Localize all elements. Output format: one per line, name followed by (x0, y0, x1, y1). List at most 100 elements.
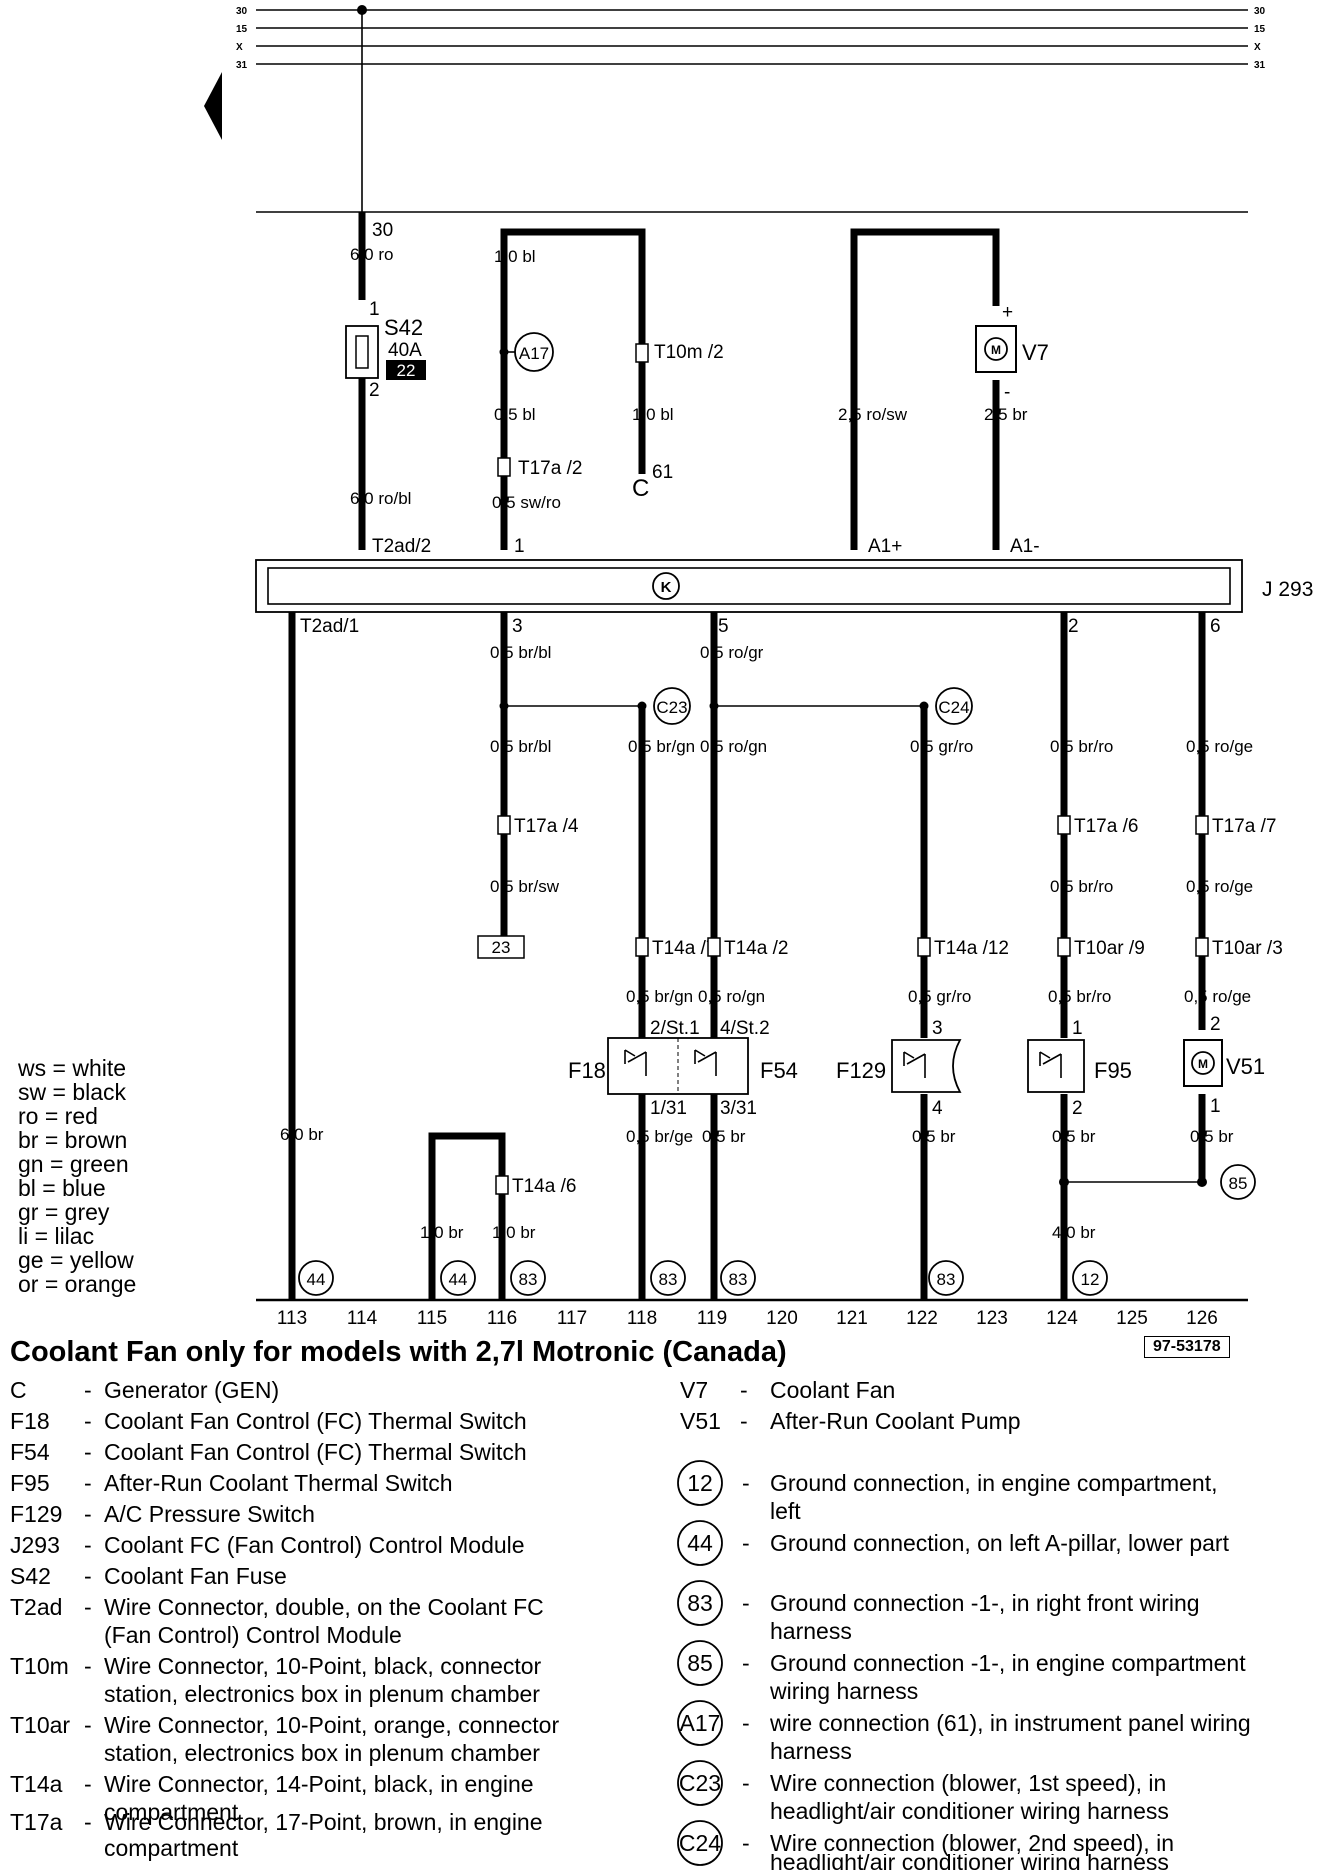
wire-label-p: 0,5 ro/ge (1186, 737, 1253, 756)
wire-label-a: 6,0 ro (350, 245, 393, 264)
f95-label: F95 (1094, 1058, 1132, 1083)
legend-circle-text: Ground connection, in engine compartment… (770, 1470, 1218, 1496)
wire-label-d: 0,5 bl (494, 405, 536, 424)
legend-text: Wire Connector, 10-Point, orange, connec… (104, 1712, 560, 1738)
f18-pin-bot: 1/31 (650, 1098, 687, 1119)
t14a2-label: T14a /2 (724, 938, 788, 959)
f54-column: 0,5 ro/gr 0,5 ro/gn T14a /2 0,5 ro/gn 0,… (698, 612, 929, 1300)
color-name: lilac (54, 1223, 95, 1249)
wire-label-z: 0,5 br/ge (626, 1127, 693, 1146)
t14a6-label: T14a /6 (512, 1176, 576, 1197)
legend-c24-line2: headlight/air conditioner wiring harness (770, 1854, 1169, 1870)
left-ground-columns: 6,0 br T14a /6 1,0 br 1,0 br (280, 612, 576, 1300)
a17-circuit: A17 1,0 bl 0,5 bl T17a /2 0,5 sw/ro 1 T1… (492, 228, 724, 557)
f129-pin-top: 3 (932, 1018, 943, 1039)
f18-f54-switches: 2/St.1 4/St.2 1/31 3/31 F18 F54 (568, 1018, 798, 1119)
t17a7-connector (1195, 815, 1209, 835)
legend-text: Generator (GEN) (104, 1377, 280, 1403)
rail-label-15: 15 (236, 24, 248, 35)
j293-pin-2: 2 (1068, 616, 1079, 637)
f95-pin-bot: 2 (1072, 1098, 1083, 1119)
legend-text-2: station, electronics box in plenum chamb… (104, 1740, 540, 1766)
wire-label-q: 0,5 br/sw (490, 877, 560, 896)
legend-circle-text-2: left (770, 1498, 801, 1524)
component-legend-left: C-Generator (GEN) F18-Coolant Fan Contro… (10, 1377, 560, 1861)
wire-label-l: 0,5 br/gn (628, 737, 695, 756)
legend-code: C (10, 1377, 27, 1403)
v51-pin-top: 2 (1210, 1014, 1221, 1035)
circle-legend: 12 - Ground connection, in engine compar… (677, 1460, 1251, 1866)
legend-text-2: (Fan Control) Control Module (104, 1622, 402, 1648)
wire-label-s: 0,5 ro/gn (698, 987, 765, 1006)
f18-pin-top: 2/St.1 (650, 1018, 700, 1039)
legend-code: T14a (10, 1771, 63, 1797)
track-124: 124 (1046, 1308, 1078, 1329)
ground-85-label: 85 (1229, 1174, 1248, 1193)
ground-85 (1220, 1164, 1256, 1200)
component-legend-right: V7-Coolant Fan V51-After-Run Coolant Pum… (680, 1377, 1021, 1434)
legend-text: A/C Pressure Switch (104, 1501, 315, 1527)
v7-fan-body (975, 325, 1017, 373)
color-code: gn (18, 1151, 44, 1177)
ground-83-d: 83 (937, 1270, 956, 1289)
ground-83-c: 83 (729, 1270, 748, 1289)
f95-pin-top: 1 (1072, 1018, 1083, 1039)
ground-83-a: 83 (519, 1270, 538, 1289)
f54-pin-bot: 3/31 (720, 1098, 757, 1119)
wire-label-f: 1,0 bl (632, 405, 674, 424)
legend-text: Coolant Fan Fuse (104, 1563, 287, 1589)
wire-label-e: 0,5 sw/ro (492, 493, 561, 512)
f129-body (891, 1039, 962, 1093)
ground-bar: 113 114 115 116 117 118 119 120 121 122 … (256, 1298, 1248, 1329)
legend-code: T10ar (10, 1712, 71, 1738)
wire-label-v2: 0,5 ro/ge (1184, 987, 1251, 1006)
t2ad2-label: T2ad/2 (372, 536, 431, 557)
legend-text: After-Run Coolant Pump (770, 1408, 1021, 1434)
t10ar3-label: T10ar /3 (1212, 938, 1283, 959)
legend-circle-code: A17 (680, 1710, 721, 1736)
rail-label-31: 31 (236, 60, 248, 71)
rail-label-31-right: 31 (1254, 60, 1266, 71)
color-code: sw (18, 1079, 47, 1105)
legend-code: F54 (10, 1439, 50, 1465)
rail-label-x-right: X (1254, 42, 1261, 53)
j293-pin-a1-minus: A1- (1010, 536, 1040, 557)
s42-pin-2: 2 (369, 380, 380, 401)
wire-label-r: 0,5 br/gn (626, 987, 693, 1006)
s42-fuse-body (345, 325, 379, 379)
wire-label-h: 2,5 br (984, 405, 1028, 424)
s42-pin-1: 1 (369, 299, 380, 320)
legend-circle-code: C23 (679, 1770, 721, 1796)
wire-label-b: 6,0 ro/bl (350, 489, 411, 508)
continuation-arrow (204, 72, 222, 140)
wire-label-dd2: 0,5 br (1190, 1127, 1234, 1146)
rail-label-30-right: 30 (1254, 6, 1266, 17)
t10ar9-connector (1057, 937, 1071, 957)
wire-label-c: 1,0 bl (494, 247, 536, 266)
j293-pin-3: 3 (512, 616, 523, 637)
legend-code: F129 (10, 1501, 63, 1527)
svg-text:-: - (742, 1830, 750, 1856)
legend-text-2: compartment (104, 1835, 239, 1861)
track-122: 122 (906, 1308, 938, 1329)
legend-code: V51 (680, 1408, 721, 1434)
s42-slot-badge (386, 360, 426, 380)
legend-circle-text: Ground connection -1-, in right front wi… (770, 1590, 1200, 1616)
legend-circle-text: Ground connection, on left A-pillar, low… (770, 1530, 1230, 1556)
svg-text:M: M (991, 343, 1001, 357)
legend-circle-text-2: harness (770, 1738, 852, 1764)
svg-text:-: - (742, 1470, 750, 1496)
color-name: orange (64, 1271, 137, 1297)
legend-code: S42 (10, 1563, 51, 1589)
legend-text: After-Run Coolant Thermal Switch (104, 1470, 453, 1496)
legend-text: Wire Connector, 10-Point, black, connect… (104, 1653, 542, 1679)
t10ar3-connector (1195, 937, 1209, 957)
legend-circle-text: Wire connection (blower, 2nd speed), in (770, 1830, 1174, 1856)
t14a12-label: T14a /12 (934, 938, 1009, 959)
j293-pin-a1-plus: A1+ (868, 536, 902, 557)
s42-label: S42 (384, 315, 423, 340)
t10m2-connector (635, 343, 649, 363)
j293-pin-6: 6 (1210, 616, 1221, 637)
wire-label-w: 6,0 br (280, 1125, 324, 1144)
legend-circle-code: 83 (687, 1590, 713, 1616)
